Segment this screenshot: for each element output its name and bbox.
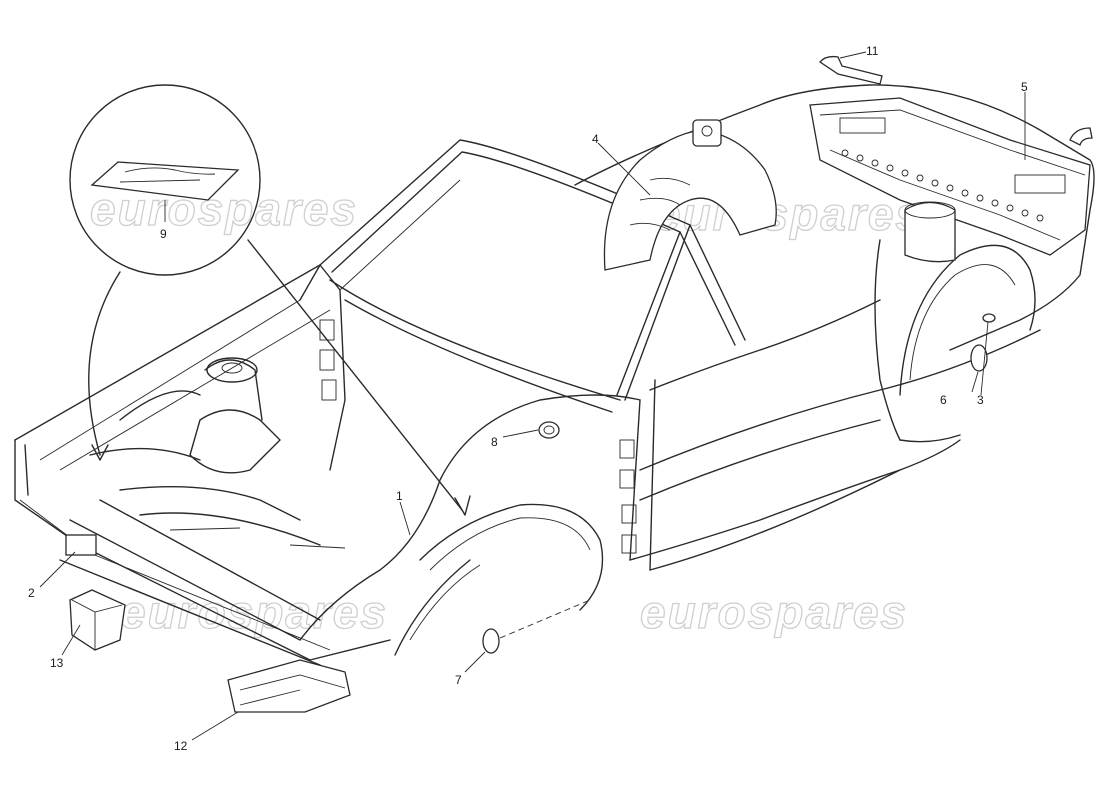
callout-8: 8 (491, 435, 498, 449)
part-6-oval-plug (970, 344, 988, 372)
rear-strut-tower (904, 201, 956, 263)
body-shell (14, 84, 1095, 666)
part-11-bracket (819, 55, 883, 85)
callout-1: 1 (396, 489, 403, 503)
detail-inset-9 (69, 84, 471, 516)
callout-6: 6 (940, 393, 947, 407)
rear-hook (1069, 127, 1093, 146)
watermark-bottom-right: eurospares (640, 586, 908, 638)
part-5-rear-panel (809, 97, 1091, 256)
part-7-dashed-link (499, 599, 591, 639)
callout-5: 5 (1021, 80, 1028, 94)
callout-3: 3 (977, 393, 984, 407)
rear-panel-holes (841, 149, 1044, 222)
part-7-oval-plug (482, 628, 500, 654)
callout-13: 13 (50, 656, 64, 670)
callout-9: 9 (160, 227, 167, 241)
callout-11: 11 (866, 44, 879, 58)
part-4-inner-wheelhouse (603, 119, 777, 271)
part-3-grommet (982, 313, 996, 323)
callout-7: 7 (455, 673, 462, 687)
callout-2: 2 (28, 586, 35, 600)
callout-4: 4 (592, 132, 599, 146)
watermark-top-left: eurospares (90, 183, 358, 235)
part-8-grommet (538, 421, 560, 439)
callout-12: 12 (174, 739, 188, 753)
part-2-bracket (65, 534, 97, 556)
watermark-bottom-left: eurospares (120, 586, 388, 638)
part-13-tow-bracket (69, 589, 126, 651)
leader-lines (39, 51, 1026, 741)
part-12-lower-bracket (227, 659, 351, 713)
